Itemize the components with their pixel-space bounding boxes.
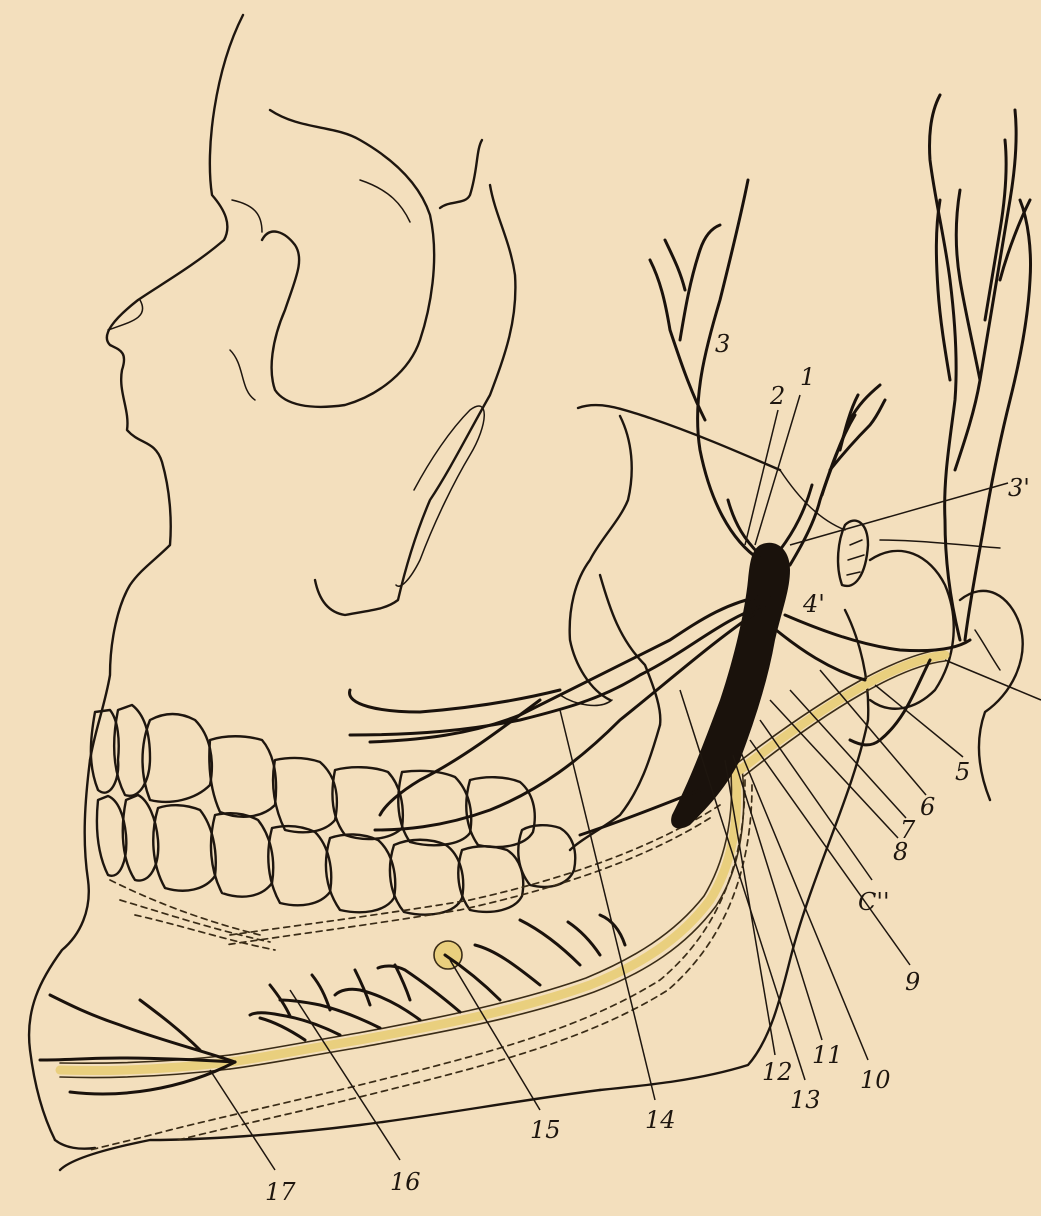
label-5: 5 xyxy=(955,758,970,786)
label-3: 3 xyxy=(715,330,730,358)
label-10: 10 xyxy=(860,1066,891,1094)
label-11: 11 xyxy=(812,1041,843,1069)
label-1: 1 xyxy=(800,363,815,391)
label-c: C'' xyxy=(858,888,890,916)
label-14: 14 xyxy=(645,1106,676,1134)
label-16: 16 xyxy=(390,1168,421,1196)
label-12: 12 xyxy=(762,1058,793,1086)
figure-labels: 1 2 3 3' 4' 5 6 7 8 C'' 9 10 11 12 13 14… xyxy=(265,330,1030,1206)
label-2: 2 xyxy=(769,382,785,410)
label-6: 6 xyxy=(920,793,935,821)
label-9: 9 xyxy=(905,968,920,996)
label-17: 17 xyxy=(265,1178,296,1206)
trigeminal-trunk xyxy=(40,95,1031,1094)
label-15: 15 xyxy=(530,1116,561,1144)
label-3-prime: 3' xyxy=(1008,474,1030,502)
label-8: 8 xyxy=(893,838,908,866)
label-4-prime: 4' xyxy=(802,590,825,618)
upper-teeth xyxy=(91,705,535,847)
label-13: 13 xyxy=(790,1086,821,1114)
